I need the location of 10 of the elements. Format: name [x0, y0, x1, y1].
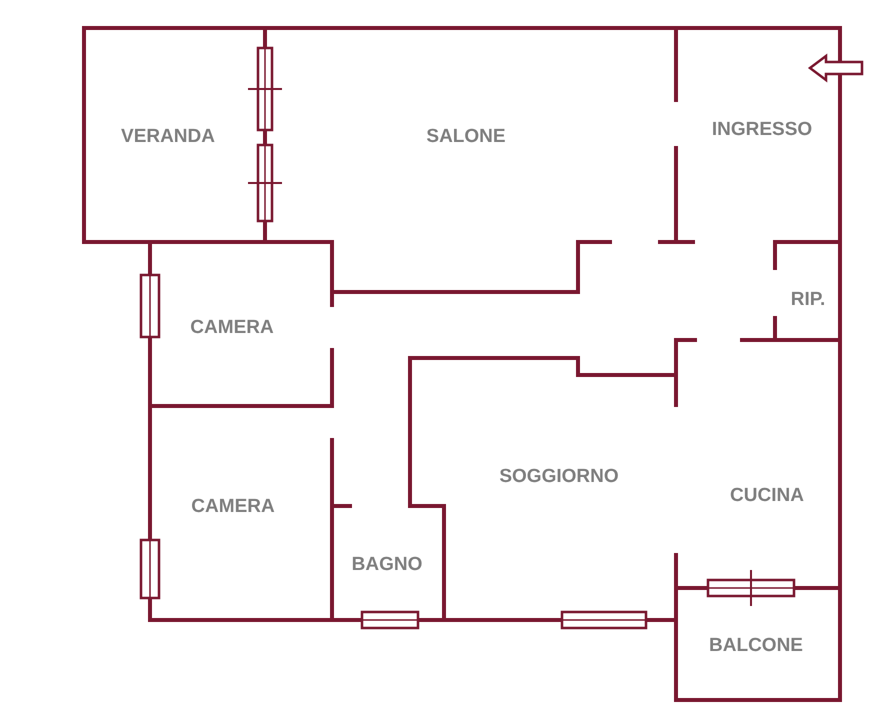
room-label: CAMERA — [191, 496, 275, 518]
room-label: CAMERA — [190, 317, 274, 339]
room-label: CUCINA — [730, 485, 804, 507]
room-label: RIP. — [790, 289, 826, 311]
room-label: SALONE — [426, 126, 506, 148]
room-label: BAGNO — [352, 554, 422, 576]
room-label: INGRESSO — [712, 119, 812, 141]
room-label: SOGGIORNO — [499, 466, 619, 488]
room-label: VERANDA — [121, 126, 215, 148]
room-label: BALCONE — [709, 635, 803, 657]
